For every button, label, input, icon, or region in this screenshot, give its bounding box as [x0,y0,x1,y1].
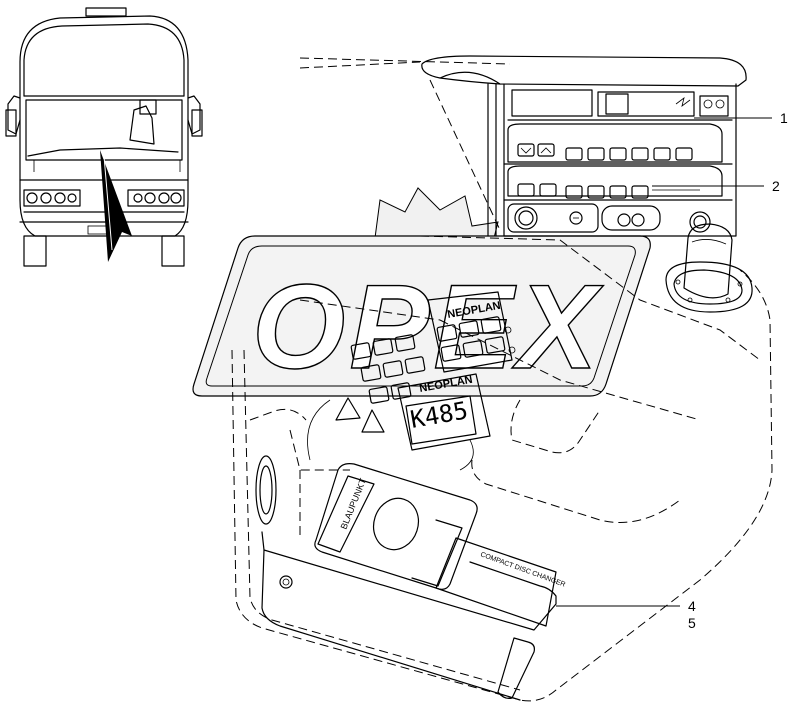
callout-1: 1 [780,110,788,126]
cd-changer: COMPACT DISC CHANGER [261,531,566,701]
upper-button-row [517,143,693,161]
radio-unit: BLAUPUNKT [314,463,478,590]
callout-2: 2 [772,178,780,194]
left-speaker [255,455,293,589]
display-readout: K485 [408,396,470,434]
callout-4: 4 [688,598,696,614]
dashboard-outline [231,235,773,702]
location-arrow [100,150,132,262]
watermark-badge-outer [192,235,651,397]
watermark-gear [374,187,499,247]
bus-front-view [5,7,203,267]
callouts: 1 2 4 5 [556,110,788,631]
overhead-console [421,55,747,237]
callout-5: 5 [688,615,696,631]
watermark-text: OPEX [252,260,604,394]
switch-bank [350,334,426,404]
gear-lever [665,223,753,313]
reference-lines [299,57,511,231]
lower-button-row [517,183,700,199]
